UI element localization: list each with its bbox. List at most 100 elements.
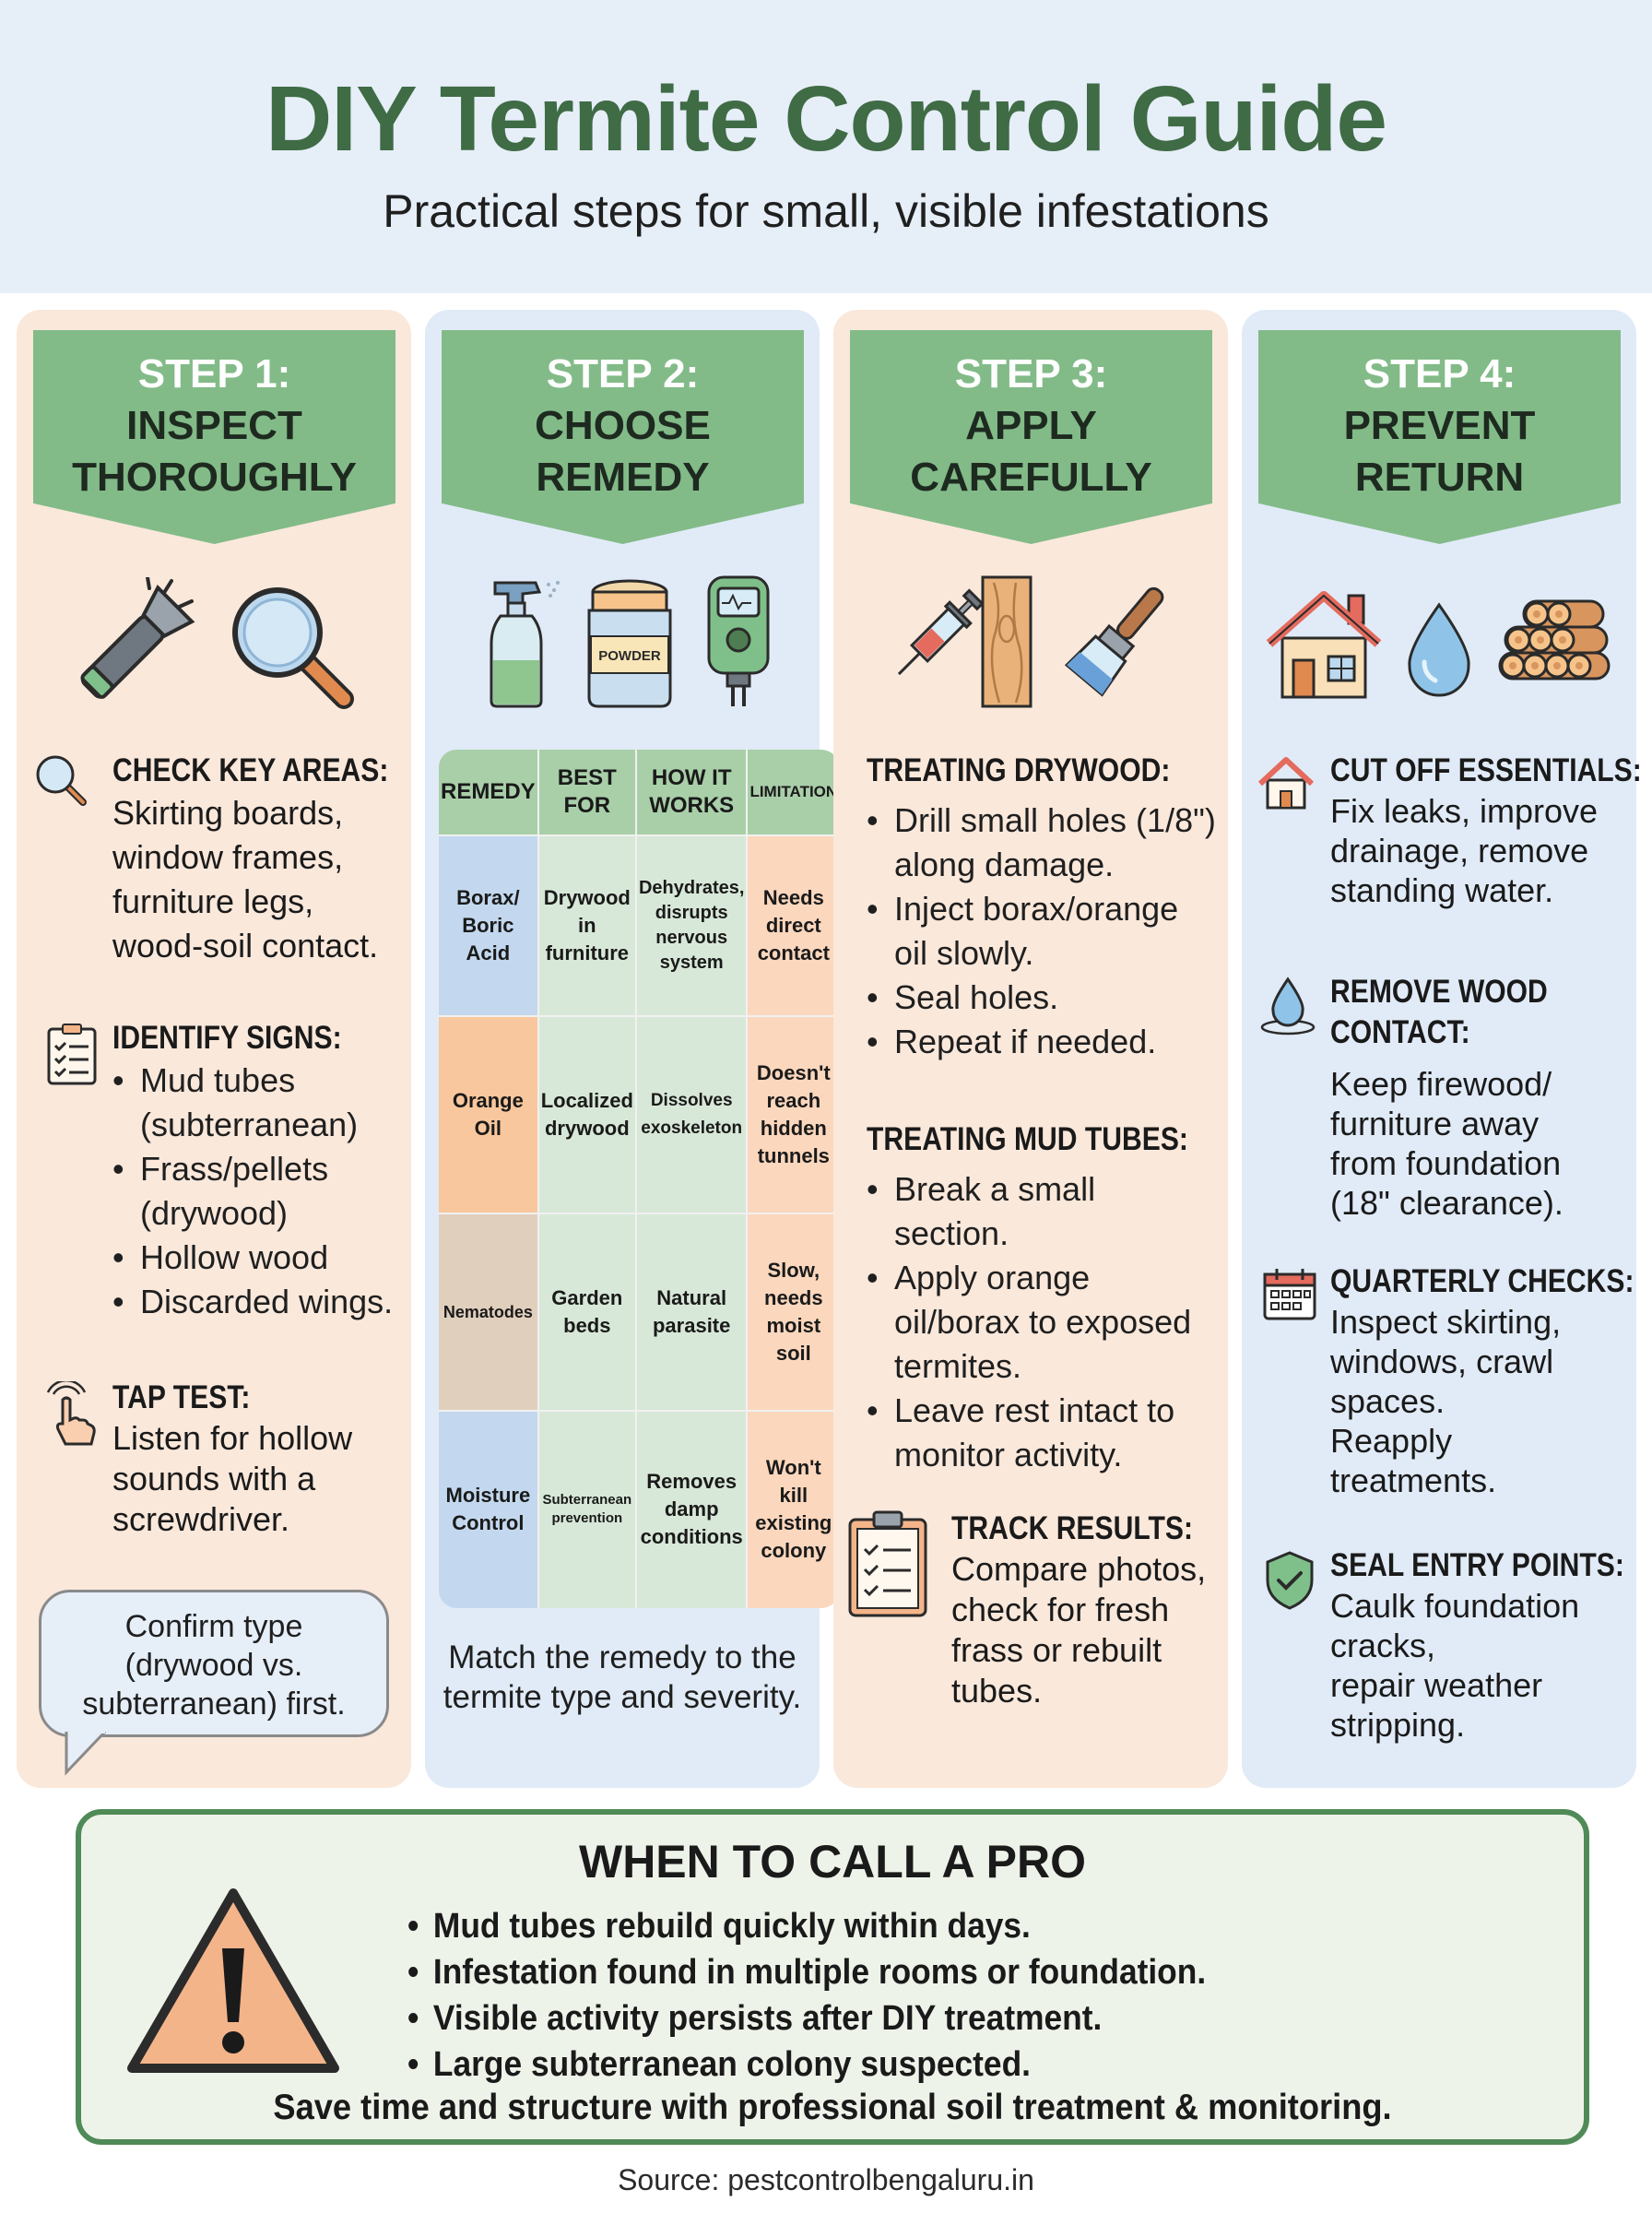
spray-bottle-icon	[490, 581, 560, 708]
step2-column: STEP 2: CHOOSE REMEDY POWDER	[425, 310, 843, 1788]
treating-mud-tubes-section: TREATING MUD TUBES: Break a small sectio…	[867, 1119, 1217, 1477]
step4-banner: STEP 4: PREVENT RETURN	[1258, 330, 1621, 544]
table-row: Orange Oil Localized drywood Dissolves e…	[439, 1014, 840, 1214]
caption-line-2: termite type and severity.	[442, 1679, 802, 1715]
seal-line-4: stripping.	[1330, 1706, 1466, 1744]
step3-banner: STEP 3: APPLY CAREFULLY	[850, 330, 1212, 544]
water-drop-icon	[1408, 602, 1470, 697]
cut-line-1: Fix leaks, improve	[1330, 792, 1599, 830]
step1-title-line2: THOROUGHLY	[72, 455, 357, 500]
check-line-2: window frames,	[112, 838, 344, 876]
table-cell: Doesn't reach hidden tunnels	[746, 1014, 840, 1214]
magnifying-glass-icon	[232, 587, 354, 709]
cut-line-3: standing water.	[1330, 871, 1554, 909]
step4-icons	[1242, 568, 1636, 706]
step2-title-line1: CHOOSE	[535, 403, 711, 448]
step3-icons	[833, 568, 1228, 708]
syringe-icon	[897, 588, 985, 676]
step1-number: STEP 1:	[137, 351, 291, 396]
seal-entry-points-title: SEAL ENTRY POINTS:	[1330, 1547, 1624, 1583]
flashlight-icon	[80, 577, 195, 699]
table-cell: Drywood in furniture	[537, 834, 637, 1017]
table-cell: Won't kill existing colony	[746, 1409, 840, 1608]
call-a-pro-list: Mud tubes rebuild quickly within days. I…	[407, 1903, 1266, 2088]
signs-list: Mud tubes (subterranean) Frass/pellets (…	[112, 1059, 417, 1324]
step3-title-line2: CAREFULLY	[910, 455, 1152, 500]
table-cell: Subterranean prevention	[537, 1409, 637, 1608]
tap-line-1: Listen for hollow	[112, 1419, 353, 1457]
track-line-4: tubes.	[951, 1672, 1043, 1710]
seal-line-2: cracks,	[1330, 1627, 1436, 1664]
tap-hand-icon	[46, 1381, 96, 1446]
remedy-caption: Match the remedy to the termite type and…	[425, 1638, 820, 1717]
table-cell: Borax/ Boric Acid	[439, 834, 539, 1017]
step4-number: STEP 4:	[1363, 351, 1516, 396]
magnifying-glass-icon	[36, 755, 87, 806]
tap-test-title: TAP TEST:	[112, 1379, 251, 1415]
list-item: Infestation found in multiple rooms or f…	[407, 1949, 1206, 1995]
cut-off-essentials-title: CUT OFF ESSENTIALS:	[1330, 752, 1642, 788]
remove-wood-contact-title-2: CONTACT:	[1330, 1014, 1470, 1050]
list-item: Seal holes.	[867, 976, 1217, 1020]
powder-jar-icon: POWDER	[587, 579, 672, 708]
check-line-1: Skirting boards,	[112, 794, 344, 832]
list-item: Drill small holes (1/8") along damage.	[867, 799, 1217, 887]
step2-banner: STEP 2: CHOOSE REMEDY	[442, 330, 804, 544]
remove-line-1: Keep firewood/	[1330, 1065, 1552, 1103]
caption-line-1: Match the remedy to the	[448, 1639, 796, 1675]
powder-label: POWDER	[598, 648, 661, 664]
confirm-type-note: Confirm type (drywood vs. subterranean) …	[39, 1590, 389, 1737]
seal-line-3: repair weather	[1330, 1666, 1543, 1704]
list-item: Frass/pellets (drywood)	[112, 1147, 417, 1236]
table-cell: Localized drywood	[537, 1014, 637, 1214]
list-item: Mud tubes (subterranean)	[112, 1059, 417, 1147]
mud-tube-steps-list: Break a small section. Apply orange oil/…	[867, 1167, 1217, 1477]
table-cell: Orange Oil	[439, 1014, 539, 1214]
step4-title-line1: PREVENT	[1343, 403, 1536, 448]
step3-column: STEP 3: APPLY CAREFULLY	[833, 310, 1228, 1788]
checklist-icon	[47, 1024, 97, 1085]
step1-column: STEP 1: INSPECT THOROUGHLY	[17, 310, 411, 1788]
step3-title-line1: APPLY	[965, 403, 1097, 448]
step1-icons	[17, 568, 411, 709]
list-item: Hollow wood	[112, 1236, 417, 1280]
check-line-3: furniture legs,	[112, 882, 314, 920]
calendar-icon	[1263, 1269, 1316, 1320]
track-line-1: Compare photos,	[951, 1550, 1207, 1588]
tap-line-2: sounds with a	[112, 1460, 316, 1497]
step2-number: STEP 2:	[546, 351, 700, 396]
table-cell: Nematodes	[439, 1212, 539, 1412]
note-line-3: subterranean) first.	[82, 1686, 346, 1722]
note-line-1: Confirm type	[124, 1609, 303, 1644]
table-cell: Removes damp conditions	[634, 1409, 749, 1608]
header: DIY Termite Control Guide Practical step…	[0, 0, 1652, 293]
remove-line-3: from foundation	[1330, 1144, 1562, 1182]
track-line-3: frass or rebuilt	[951, 1631, 1162, 1669]
call-a-pro-title: WHEN TO CALL A PRO	[579, 1836, 1086, 1888]
treating-mud-tubes-title: TREATING MUD TUBES:	[867, 1121, 1188, 1157]
quarterly-checks-title: QUARTERLY CHECKS:	[1330, 1263, 1634, 1299]
col-header-limitation: LIMITATION	[746, 750, 840, 836]
warning-icon	[127, 1888, 339, 2073]
treating-drywood-section: TREATING DRYWOOD: Drill small holes (1/8…	[867, 751, 1217, 1064]
list-item: Apply orange oil/borax to exposed termit…	[867, 1256, 1217, 1389]
page-title: DIY Termite Control Guide	[266, 67, 1387, 171]
remedy-table: REMEDY BEST FOR HOW IT WORKS LIMITATION …	[436, 747, 843, 1611]
table-cell: Slow, needs moist soil	[746, 1212, 840, 1412]
table-cell: Needs direct contact	[746, 834, 840, 1017]
list-item: Leave rest intact to monitor activity.	[867, 1389, 1217, 1477]
quarter-line-5: treatments.	[1330, 1462, 1497, 1499]
col-header-remedy: REMEDY	[439, 750, 539, 836]
remove-line-2: furniture away	[1330, 1105, 1540, 1142]
quarter-line-1: Inspect skirting,	[1330, 1303, 1562, 1341]
col-header-best-for: BEST FOR	[537, 750, 637, 836]
water-drop-icon	[1260, 976, 1316, 1035]
treating-drywood-title: TREATING DRYWOOD:	[867, 752, 1171, 788]
house-icon	[1266, 591, 1382, 699]
quarter-line-3: spaces.	[1330, 1382, 1446, 1420]
table-cell: Dehydrates, disrupts nervous system	[634, 834, 749, 1017]
shield-check-icon	[1266, 1551, 1314, 1610]
check-key-areas-title: CHECK KEY AREAS:	[112, 752, 389, 788]
identify-signs-title: IDENTIFY SIGNS:	[112, 1020, 342, 1056]
page-subtitle: Practical steps for small, visible infes…	[383, 185, 1269, 237]
